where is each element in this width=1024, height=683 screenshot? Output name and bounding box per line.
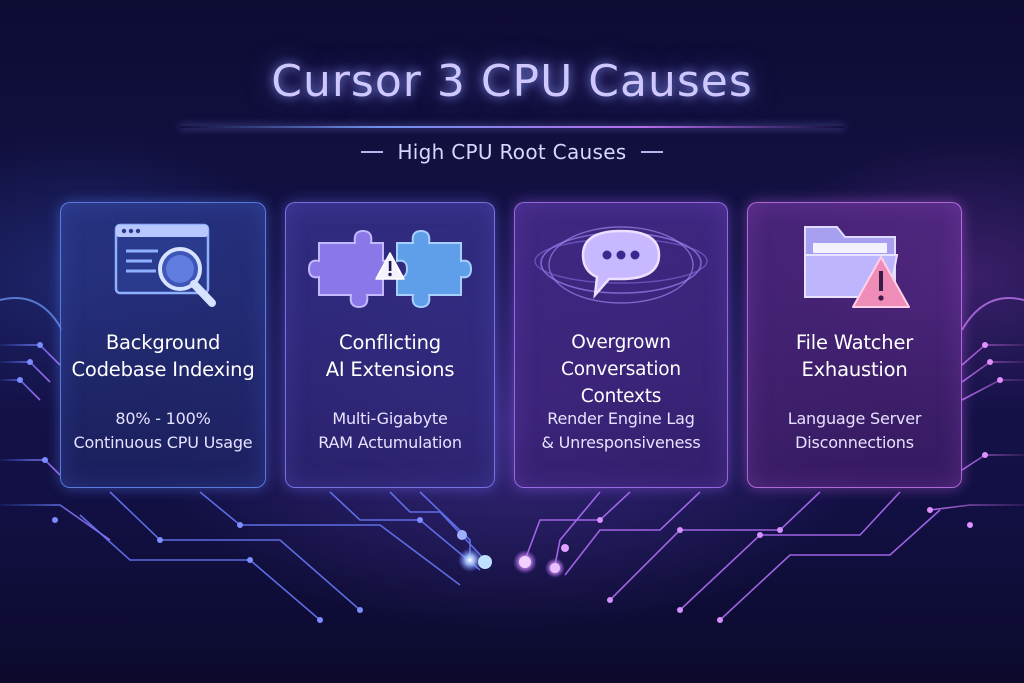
subtitle-row: High CPU Root Causes: [0, 140, 1024, 164]
subtitle-dash-left: [361, 151, 384, 153]
chat-bubble-icon: [534, 226, 708, 304]
cause-card-extensions: Conflicting AI Extensions Multi-Gigabyte…: [285, 202, 495, 488]
card-description: Language Server Disconnections: [787, 409, 922, 452]
title-divider: [180, 126, 844, 128]
cause-card-contexts: Overgrown Conversation Contexts Render E…: [514, 202, 728, 488]
cause-card-indexing: Background Codebase Indexing 80% - 100% …: [60, 202, 266, 488]
card-title: File Watcher Exhaustion: [795, 331, 914, 381]
card-description: Multi-Gigabyte RAM Actumulation: [318, 409, 462, 452]
cause-card-file-watcher: File Watcher Exhaustion Language Server …: [747, 202, 962, 488]
card-title: Conflicting AI Extensions: [325, 331, 455, 381]
page-title: Cursor 3 CPU Causes: [271, 56, 753, 107]
subtitle: High CPU Root Causes: [397, 140, 627, 164]
puzzle-warning-icon: [307, 229, 473, 309]
folder-warning-icon: [803, 226, 910, 308]
card-title: Background Codebase Indexing: [71, 331, 255, 381]
subtitle-dash-right: [640, 151, 663, 153]
card-description: 80% - 100% Continuous CPU Usage: [73, 409, 253, 452]
magnifier-window-icon: [114, 223, 216, 307]
card-description: Render Engine Lag & Unresponsiveness: [541, 409, 701, 452]
card-title: Overgrown Conversation Contexts: [561, 332, 681, 407]
